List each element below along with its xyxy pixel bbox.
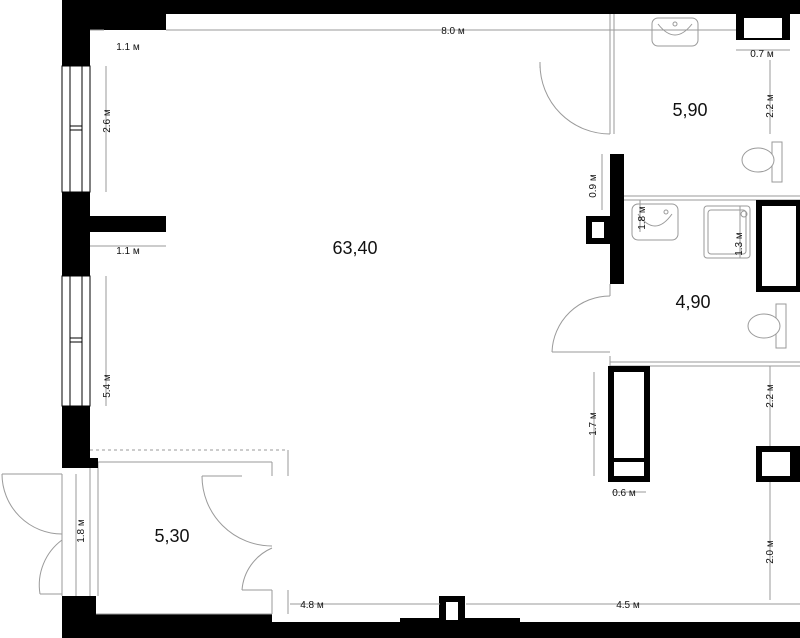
dim-top-width: 8.0 м [441, 26, 465, 37]
dim-partition-top: 0.9 м [588, 174, 599, 198]
left-wall-mid [62, 192, 90, 276]
dim-right-mid: 2.2 м [765, 384, 776, 408]
bath-mid-door [551, 295, 611, 353]
dim-left-upper-offset: 1.1 м [116, 42, 140, 53]
sink-top [651, 17, 699, 47]
bathroom-top-area: 5,90 [672, 100, 707, 120]
shower [703, 205, 751, 259]
dim-bottom-left: 4.8 м [300, 600, 324, 611]
left-wall-top [62, 0, 90, 66]
main-room-area: 63,40 [332, 238, 377, 258]
dim-window-lower: 5.4 м [102, 374, 113, 398]
dim-right-low: 2.0 м [765, 540, 776, 564]
dim-column-width: 0.6 м [612, 488, 636, 499]
dim-window-upper: 2.6 м [102, 109, 113, 133]
toilet-mid [747, 303, 787, 349]
left-wall-low [62, 406, 90, 468]
dimension-lines [75, 29, 800, 605]
window-lower [61, 275, 91, 407]
left-stub-wall [90, 216, 166, 232]
bathroom-mid-area: 4,90 [675, 292, 710, 312]
dim-shower: 1.3 м [734, 232, 745, 256]
outer-walls [62, 0, 800, 638]
windows [61, 65, 91, 407]
bottom-wall-b [272, 622, 400, 638]
dim-bath-top-height: 2.2 м [765, 94, 776, 118]
top-wall [62, 0, 800, 14]
bath-partition-wall [610, 154, 624, 284]
dim-bottom-right: 4.5 м [616, 600, 640, 611]
bottom-wall-a [62, 614, 272, 638]
entry-door-outer [1, 473, 63, 535]
fixtures [631, 17, 787, 349]
bath-top-door [539, 63, 611, 135]
bottom-wall-c [400, 618, 520, 638]
dim-partition-mid: 1.8 м [637, 206, 648, 230]
dim-left-mid-offset: 1.1 м [116, 246, 140, 257]
toilet-top [741, 141, 783, 183]
entry-area: 5,30 [154, 526, 189, 546]
entry-door-inner [201, 475, 273, 547]
doors [1, 62, 611, 596]
window-upper [61, 65, 91, 193]
partitions [86, 14, 800, 615]
bottom-wall-d [520, 622, 800, 638]
dim-entry-door: 1.8 м [76, 519, 87, 543]
dim-column-height: 1.7 м [588, 412, 599, 436]
sink-mid [631, 203, 679, 241]
dim-top-right-width: 0.7 м [750, 49, 774, 60]
